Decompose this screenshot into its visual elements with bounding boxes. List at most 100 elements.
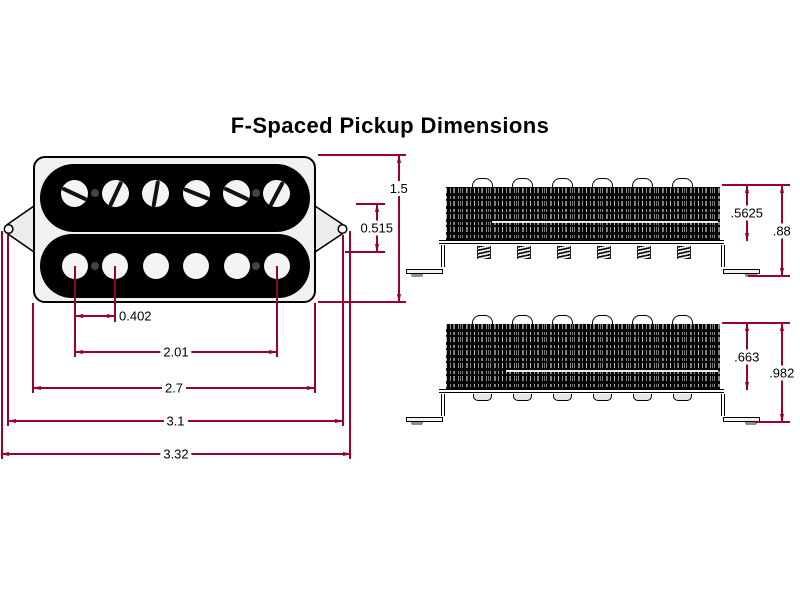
dimension-height: 1.5 xyxy=(386,154,411,303)
arrowhead xyxy=(744,382,749,391)
arrowhead xyxy=(396,294,401,303)
extension-line xyxy=(755,421,790,423)
pole-top xyxy=(552,178,573,189)
dimension-label: 0.402 xyxy=(116,308,155,324)
dimension-label: .982 xyxy=(766,365,798,380)
dimension-body-width: 2.7 xyxy=(32,380,316,396)
extension-line xyxy=(342,235,344,426)
dimension-label: 3.32 xyxy=(160,446,192,462)
pole-slug xyxy=(183,253,209,279)
screw-slot xyxy=(108,180,123,207)
pole-top xyxy=(592,178,613,189)
mounting-foot xyxy=(723,269,760,274)
extension-line xyxy=(74,266,76,357)
screw-slot xyxy=(268,181,285,207)
mounting-leg xyxy=(721,394,725,416)
pole-screw xyxy=(102,180,129,207)
extension-line xyxy=(7,235,9,426)
mounting-ears xyxy=(3,204,348,254)
extension-line xyxy=(356,203,385,205)
screw-slot xyxy=(151,180,160,208)
coil-body-side-bottom xyxy=(446,324,720,389)
screw-spring xyxy=(517,246,531,259)
screw-spring xyxy=(557,246,571,259)
tape-seam xyxy=(492,221,718,223)
mounting-leg xyxy=(441,245,445,267)
dimension-label: 3.1 xyxy=(163,413,188,429)
arrowhead xyxy=(744,233,749,242)
slug-bottom xyxy=(473,394,492,401)
extension-line xyxy=(314,303,316,393)
pole-top xyxy=(672,178,693,189)
extension-line xyxy=(32,303,34,393)
screw-spring xyxy=(597,246,611,259)
pole-top xyxy=(632,315,653,326)
pole-top xyxy=(672,315,693,326)
screw-spring xyxy=(637,246,651,259)
mounting-foot xyxy=(723,417,760,422)
extension-line xyxy=(114,266,116,322)
bobbin-dot xyxy=(91,262,99,270)
arrowhead xyxy=(343,451,352,456)
arrowhead xyxy=(779,322,784,331)
arrowhead xyxy=(779,184,784,193)
arrowhead xyxy=(374,244,379,253)
pole-top xyxy=(552,315,573,326)
arrowhead xyxy=(335,418,344,423)
pole-screw xyxy=(61,180,88,207)
pole-slug xyxy=(224,253,250,279)
extension-line xyxy=(748,275,790,277)
pole-top xyxy=(592,315,613,326)
slug-bottom xyxy=(673,394,692,401)
dimension-label: 0.515 xyxy=(357,220,397,236)
tape-seam xyxy=(506,370,718,372)
slug-bottom xyxy=(593,394,612,401)
extension-line xyxy=(349,231,351,459)
arrowhead xyxy=(32,385,41,390)
pole-screw xyxy=(223,180,250,207)
extension-line xyxy=(345,251,385,253)
dimension-label: 2.01 xyxy=(160,344,192,360)
extension-line xyxy=(318,154,406,156)
pole-top xyxy=(512,315,533,326)
arrowhead xyxy=(269,349,278,354)
extension-line xyxy=(722,322,790,324)
dimension-label: .88 xyxy=(769,223,794,238)
slug-bottom xyxy=(513,394,532,401)
slug-bottom xyxy=(633,394,652,401)
arrowhead xyxy=(744,322,749,331)
arrowhead xyxy=(307,385,316,390)
arrowhead xyxy=(74,313,83,318)
extension-line xyxy=(722,184,790,186)
dimension-label: 1.5 xyxy=(386,181,411,196)
dimension-label: .663 xyxy=(731,349,763,364)
right-mount-hole xyxy=(337,223,348,235)
coil-body-side-top xyxy=(446,187,720,240)
pole-top xyxy=(472,315,493,326)
arrowhead xyxy=(396,154,401,163)
arrowhead xyxy=(779,268,784,277)
mounting-leg xyxy=(721,245,725,267)
screw-slot xyxy=(61,186,88,202)
arrowhead xyxy=(779,414,784,423)
dimension-overall-width: 3.32 xyxy=(0,446,352,462)
pole-screw xyxy=(263,180,290,207)
dimension-pole-spacing: 0.402 xyxy=(74,308,155,324)
dimension-pole-span: 2.01 xyxy=(74,344,278,360)
mounting-foot xyxy=(406,417,443,422)
extension-line xyxy=(276,266,278,357)
screw-slot xyxy=(223,186,250,202)
bobbin-dot xyxy=(252,262,260,270)
foot-pad xyxy=(745,422,757,425)
mounting-foot xyxy=(406,269,443,274)
slug-bottom xyxy=(553,394,572,401)
pole-screw xyxy=(142,180,169,208)
extension-line xyxy=(1,231,3,459)
dimension-label: 2.7 xyxy=(161,380,187,396)
baseplate-side-bottom xyxy=(439,389,724,393)
screw-slot xyxy=(183,187,210,201)
dimension-coil-height-top: .5625 xyxy=(727,184,767,242)
left-mount-hole xyxy=(3,223,14,235)
dimension-label: .5625 xyxy=(727,205,767,221)
